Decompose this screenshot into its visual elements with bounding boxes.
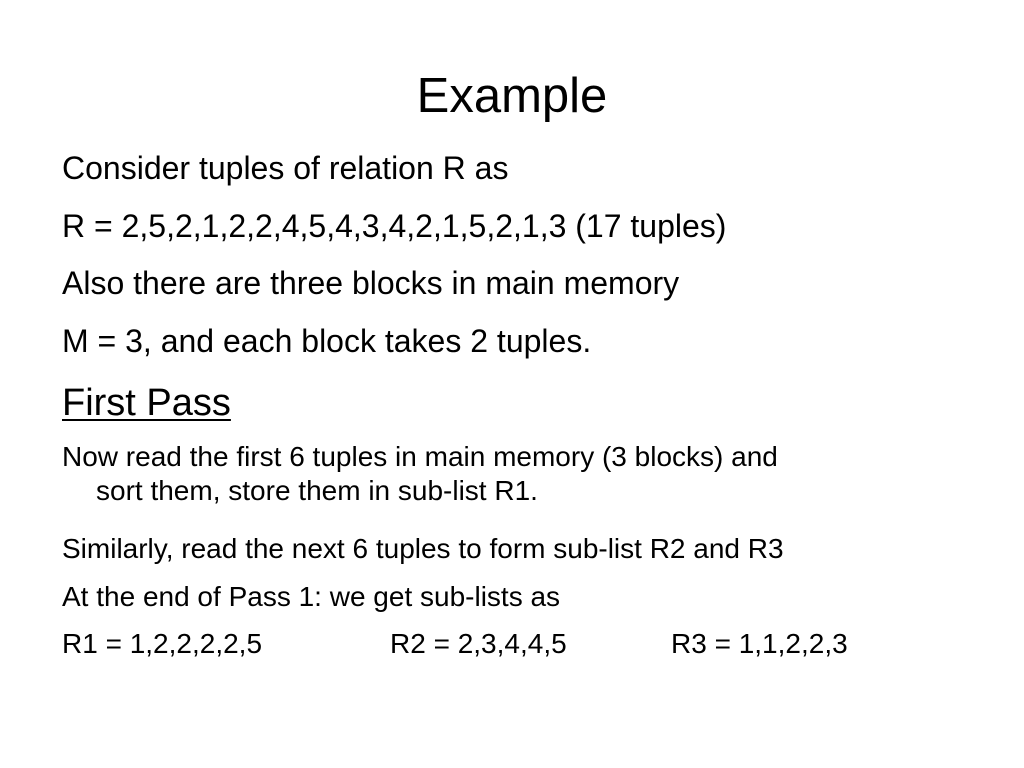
text-line-memory-size: M = 3, and each block takes 2 tuples. bbox=[62, 323, 592, 359]
sublists-row: R1 = 1,2,2,2,2,5 R2 = 2,3,4,4,5 R3 = 1,1… bbox=[62, 627, 962, 661]
text-line-end-of-pass: At the end of Pass 1: we get sub-lists a… bbox=[62, 581, 561, 612]
text-line-blocks: Also there are three blocks in main memo… bbox=[62, 265, 680, 301]
sublist-r2: R2 = 2,3,4,4,5 bbox=[390, 628, 567, 659]
section-heading-first-pass: First Pass bbox=[62, 382, 231, 424]
slide-title: Example bbox=[416, 69, 608, 123]
sublist-r3: R3 = 1,1,2,2,3 bbox=[671, 628, 848, 659]
text-line-read-first: Now read the first 6 tuples in main memo… bbox=[62, 440, 942, 508]
text-line-consider: Consider tuples of relation R as bbox=[62, 150, 509, 186]
sublist-r1: R1 = 1,2,2,2,2,5 bbox=[62, 628, 263, 659]
text-line-read-first-part1: Now read the first 6 tuples in main memo… bbox=[62, 441, 778, 472]
text-line-relation-r: R = 2,5,2,1,2,2,4,5,4,3,4,2,1,5,2,1,3 (1… bbox=[62, 208, 727, 244]
text-line-read-first-part2: sort them, store them in sub-list R1. bbox=[96, 475, 538, 506]
text-line-similarly: Similarly, read the next 6 tuples to for… bbox=[62, 533, 784, 564]
